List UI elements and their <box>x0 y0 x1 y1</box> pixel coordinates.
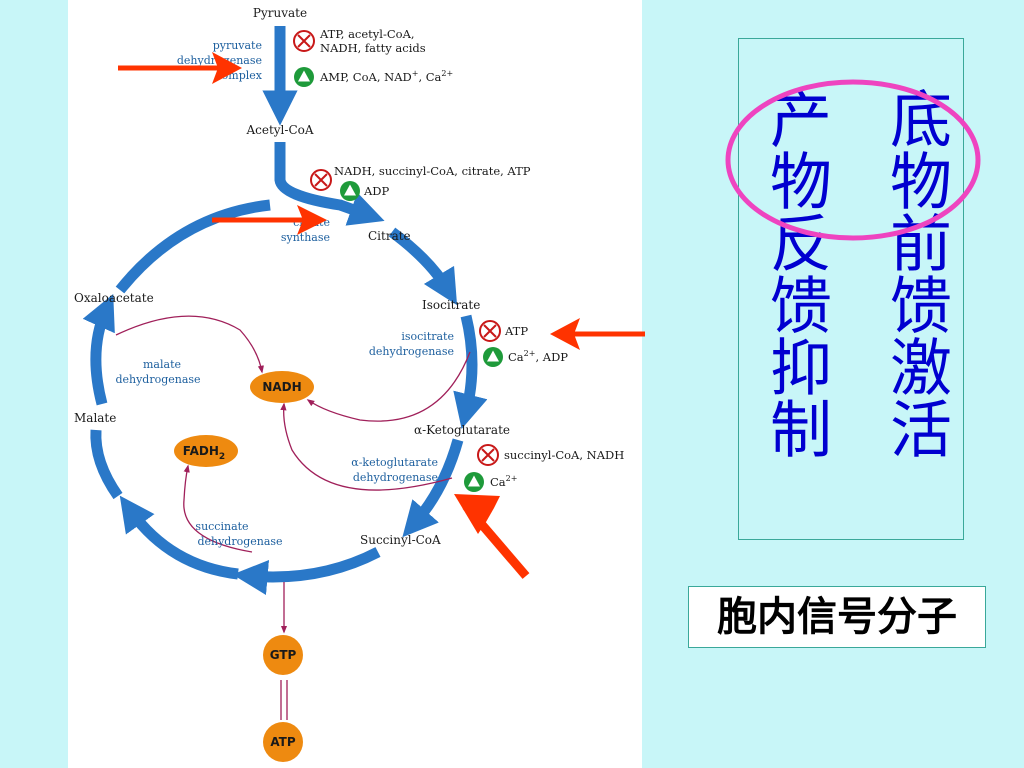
gtp-label: GTP <box>270 648 297 662</box>
feedback-inhibition-text: 产物反馈抑制 <box>759 87 832 459</box>
arrow-sdh-fadh2 <box>183 464 253 553</box>
activate-icon <box>483 347 503 367</box>
fadh2-node: FADH2 <box>174 435 238 467</box>
arrow-succinylcoa-succinate <box>232 547 381 596</box>
activate-icon <box>340 181 360 201</box>
enzyme-cs-line2: synthase <box>281 231 330 244</box>
fadh2-label: FADH2 <box>183 444 225 462</box>
atp-label: ATP <box>270 735 296 749</box>
enzyme-sdh-line1: succinate <box>195 520 248 533</box>
arrow-malate-segment <box>90 429 123 500</box>
enzyme-akgdh-line2: dehydrogenase <box>353 471 438 484</box>
arrow-idh-nadh <box>306 351 471 422</box>
inhibit-icon <box>477 444 499 466</box>
arrow-isocitrate-ketoglutarate <box>453 314 488 430</box>
arrow-oxaloacetate-citrate <box>115 199 271 294</box>
atp-node: ATP <box>263 722 303 762</box>
regulator-labels: ATP, acetyl-CoA, NADH, fatty acids AMP, … <box>319 27 624 489</box>
regulator-icons <box>293 30 503 492</box>
idh-inhibitors: ATP <box>504 324 528 338</box>
enzyme-pdh-line1: pyruvate <box>213 39 262 52</box>
label-ketoglutarate: α-Ketoglutarate <box>414 423 510 437</box>
regulation-text-box: 底物前馈激活 产物反馈抑制 <box>738 38 964 540</box>
activate-icon <box>464 472 484 492</box>
cs-inhibitors: NADH, succinyl-CoA, citrate, ATP <box>334 164 531 178</box>
nadh-label: NADH <box>262 380 301 394</box>
pdh-inhibitors-line1: ATP, acetyl-CoA, <box>319 27 415 41</box>
cs-activators: ADP <box>363 184 390 198</box>
akgdh-activators: Ca2+ <box>490 474 517 489</box>
akgdh-inhibitors: succinyl-CoA, NADH <box>504 448 624 462</box>
label-oxaloacetate: Oxaloacetate <box>74 291 154 305</box>
pointer-arrows <box>118 52 645 579</box>
label-citrate: Citrate <box>368 229 411 243</box>
pointer-arrow-pdh <box>118 52 242 84</box>
pointer-arrow-idh <box>550 318 645 350</box>
inhibit-icon <box>310 169 332 191</box>
enzyme-mdh-line1: malate <box>143 358 181 371</box>
enzyme-idh-line1: isocitrate <box>401 330 454 343</box>
product-nodes: NADH FADH2 GTP ATP <box>174 371 314 762</box>
arrow-citrate-isocitrate <box>388 227 458 306</box>
label-pyruvate: Pyruvate <box>253 6 307 20</box>
arrow-ketoglutarate-succinylcoa <box>402 438 464 538</box>
gtp-node: GTP <box>263 635 303 675</box>
diagram-panel <box>68 0 642 768</box>
label-succinyl-coa: Succinyl-CoA <box>360 533 441 547</box>
metabolite-labels: Pyruvate Acetyl-CoA Citrate Isocitrate α… <box>74 6 510 547</box>
enzyme-idh-line2: dehydrogenase <box>369 345 454 358</box>
signal-molecule-label: 胞内信号分子 <box>688 586 986 648</box>
enzyme-akgdh-line1: α-ketoglutarate <box>351 456 438 469</box>
nadh-node: NADH <box>250 371 314 403</box>
label-acetyl-coa: Acetyl-CoA <box>245 123 313 137</box>
pdh-inhibitors-line2: NADH, fatty acids <box>320 41 426 55</box>
enzyme-sdh-line2: dehydrogenase <box>197 535 282 548</box>
arrow-akgdh-nadh <box>280 402 453 491</box>
cycle-arrows <box>82 26 488 596</box>
arrow-acetylcoa-citrate <box>274 142 385 226</box>
enzyme-mdh-line2: dehydrogenase <box>115 373 200 386</box>
inhibit-icon <box>293 30 315 52</box>
idh-activators: Ca2+, ADP <box>508 349 568 364</box>
label-isocitrate: Isocitrate <box>422 298 480 312</box>
activate-icon <box>294 67 314 87</box>
arrow-mdh-nadh <box>115 315 264 374</box>
pdh-activators: AMP, CoA, NAD+, Ca2+ <box>319 69 453 84</box>
enzyme-labels: pyruvate dehydrogenase complex citrate s… <box>115 39 454 548</box>
label-malate: Malate <box>74 411 116 425</box>
product-arrows <box>115 315 471 720</box>
arrow-malate-oxaloacetate <box>82 293 115 406</box>
pointer-arrow-citrate-synthase <box>212 205 327 235</box>
inhibit-icon <box>479 320 501 342</box>
feedforward-activation-text: 底物前馈激活 <box>879 87 952 459</box>
arrow-succinate-malate <box>119 495 239 580</box>
pointer-arrow-akgdh <box>454 494 530 579</box>
